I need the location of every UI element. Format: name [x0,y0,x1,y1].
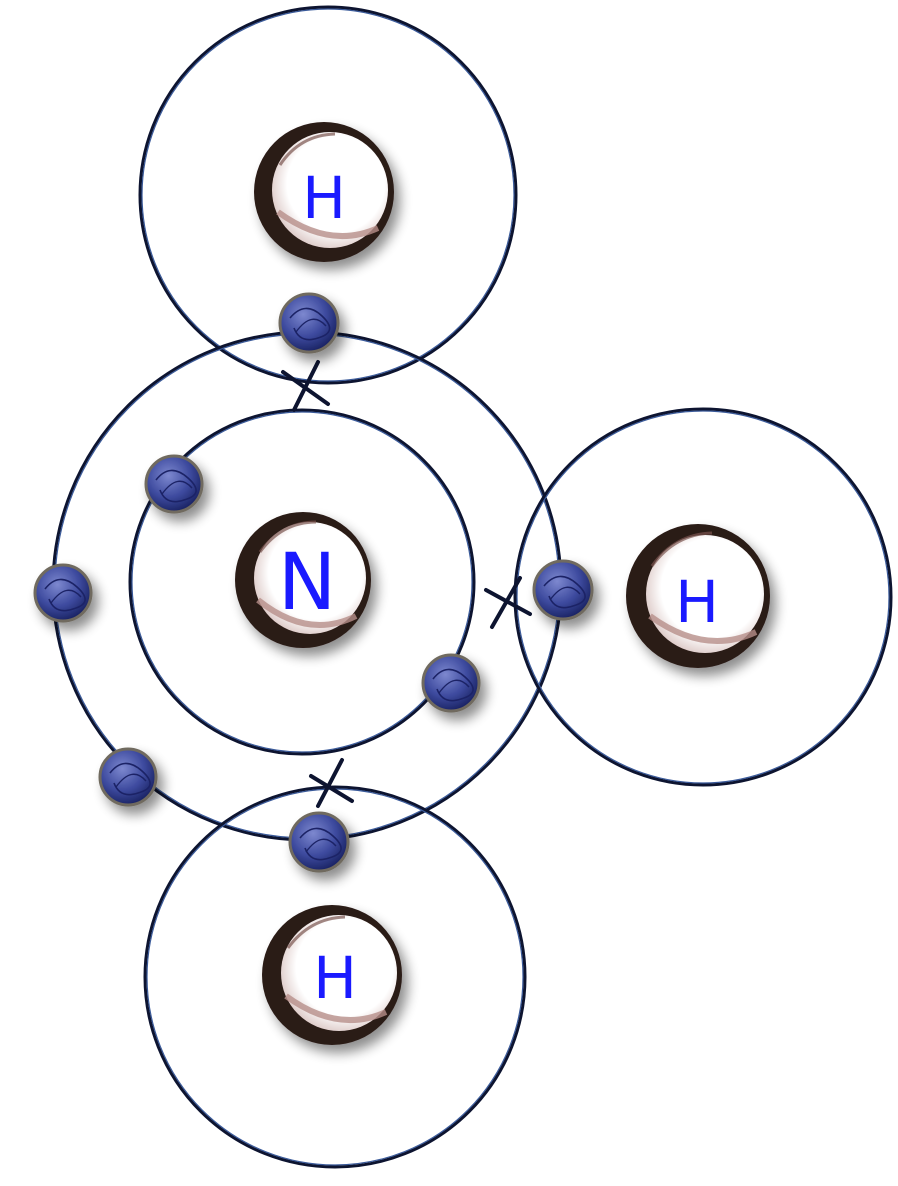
hydrogen-top-label: H [302,164,346,232]
hydrogen-right-nucleus [626,524,770,668]
hydrogen-right-shell [513,407,893,787]
electrons-group [33,292,594,873]
nitrogen-inner-shell-highlight [131,411,473,753]
hydrogen-bottom-label: H [313,944,357,1012]
hydrogen-bottom-shell [143,785,527,1169]
hydrogen-top-shell-highlight [141,8,515,382]
cross-right [484,576,532,629]
electron-bottom-shared [288,811,350,873]
electron-inner-lower-right [421,653,481,713]
cross-bottom [309,758,354,808]
hydrogen-top-shell [138,5,518,385]
nitrogen-inner-shell [128,408,476,756]
labels-group: H N H H [278,164,719,1012]
hydrogen-right-label: H [675,568,719,636]
cross-top [281,360,330,412]
bond-marks-group [281,360,532,808]
hydrogen-top-nucleus [254,122,394,262]
electron-outer-left [33,563,93,623]
electron-right-shared [532,559,594,621]
hydrogen-bottom-nucleus [262,905,402,1045]
electron-top-shared [278,292,340,354]
electron-outer-lower-left [98,747,158,807]
nitrogen-label: N [278,538,336,628]
hydrogen-right-shell-highlight [516,410,890,784]
nitrogen-nucleus [235,512,371,648]
electron-inner-upper-left [144,454,204,514]
nuclei-group [235,122,770,1045]
